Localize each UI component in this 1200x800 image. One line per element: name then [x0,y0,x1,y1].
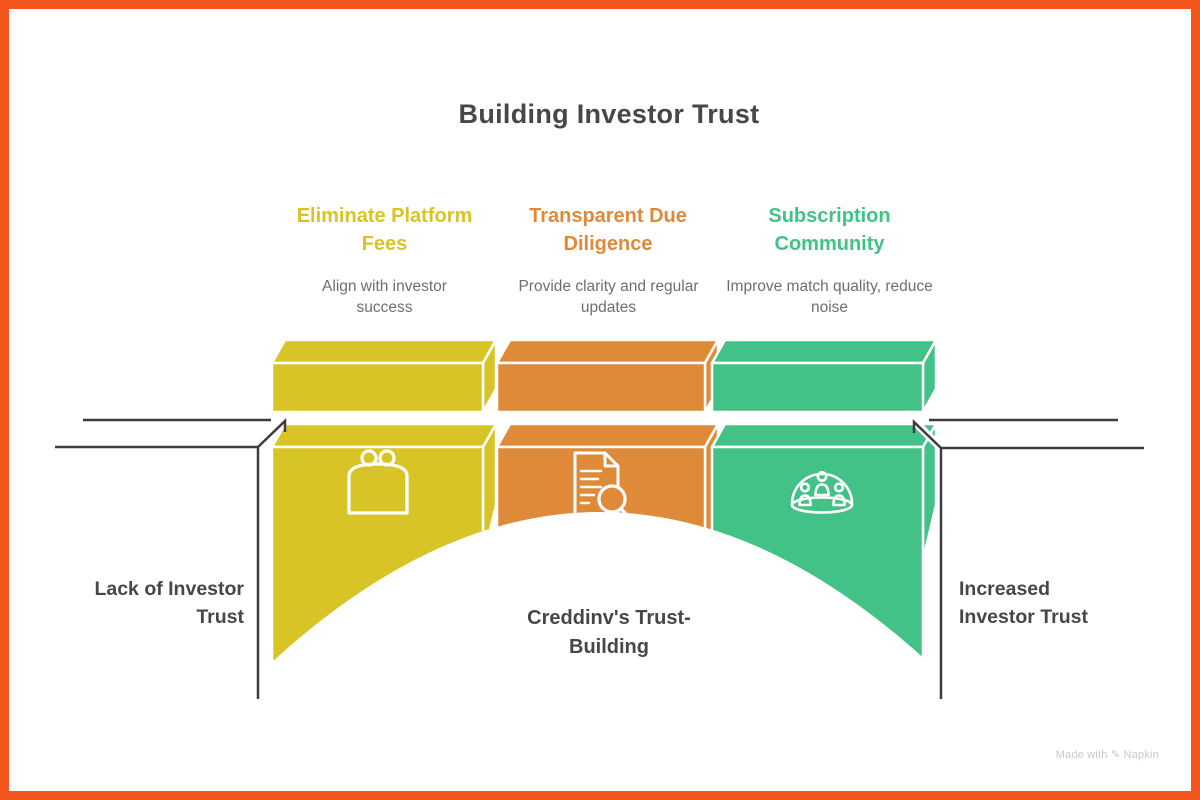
document-search-icon [573,451,635,523]
community-icon [790,470,854,514]
left-state-label: Lack of Investor Trust [94,578,244,629]
person-right [832,482,846,507]
bridge-diagram [55,338,1144,705]
pillar-desc-community: Improve match quality, reduce noise [726,278,933,317]
pillar-title-fees: Eliminate Platform Fees [296,205,473,255]
right-state-label: Increased Investor Trust [959,578,1088,629]
community-top-block [710,338,938,414]
right-cliff-lines [912,418,1144,699]
person-left [798,482,812,507]
pillar-desc-fees: Align with investor success [322,278,447,317]
purse-icon [347,449,409,515]
watermark: Made with ✎ Napkin [1055,749,1159,761]
arch-cutout [272,512,928,705]
pillar-title-diligence: Transparent Due Diligence [529,205,687,255]
center-arch-label: Creddinv's Trust-Building [527,607,691,658]
person-center [814,470,830,497]
left-cliff-lines [55,418,287,699]
fees-top-block [270,338,498,414]
diligence-top-block [495,338,720,414]
pillar-desc-diligence: Provide clarity and regular updates [518,278,699,317]
pillar-title-community: Subscription Community [768,205,891,255]
page-title: Building Investor Trust [458,99,760,129]
